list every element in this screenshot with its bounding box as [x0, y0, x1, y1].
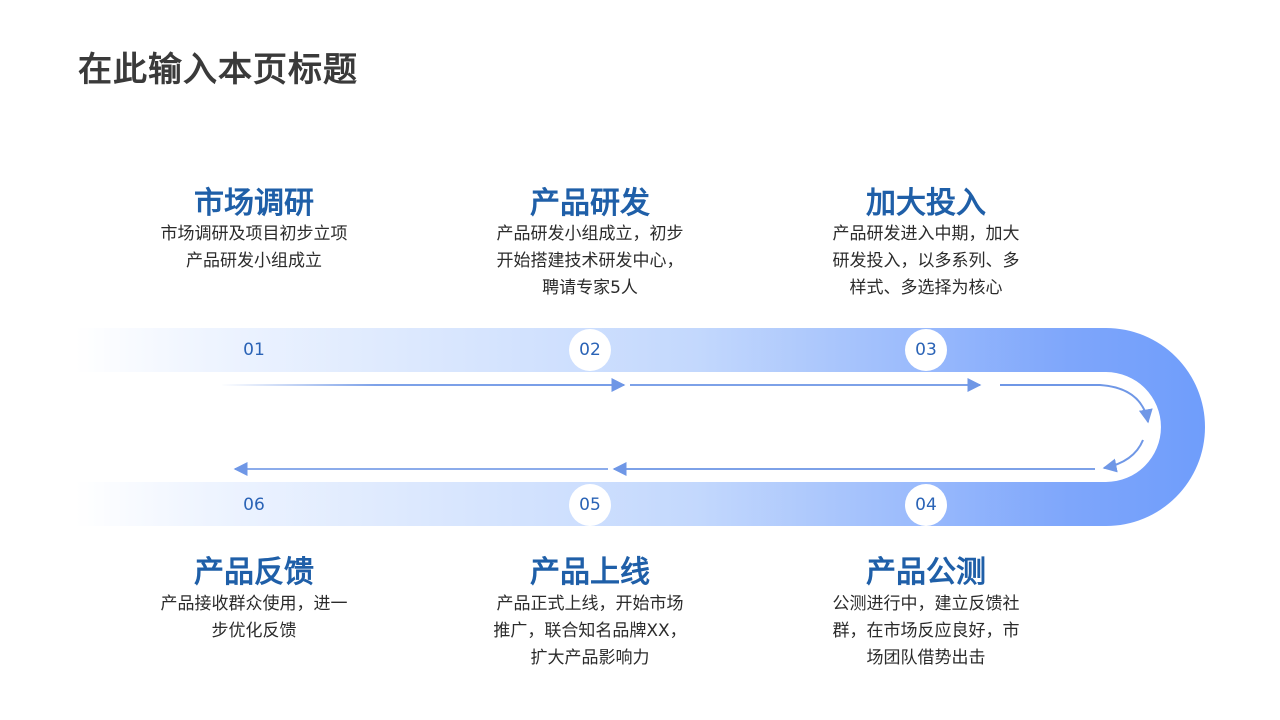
step-desc-06: 产品接收群众使用，进一 步优化反馈 — [139, 591, 369, 645]
step-title-03: 加大投入 — [866, 186, 986, 221]
step-number-04: 04 — [905, 484, 947, 526]
step-number-03: 03 — [905, 329, 947, 371]
desc-line: 步优化反馈 — [211, 621, 297, 641]
desc-line: 产品研发进入中期，加大 — [832, 224, 1020, 244]
step-desc-05: 产品正式上线，开始市场 推广，联合知名品牌XX， 扩大产品影响力 — [475, 591, 705, 672]
desc-line: 样式、多选择为核心 — [849, 278, 1003, 298]
desc-line: 扩大产品影响力 — [530, 648, 650, 668]
step-title-05: 产品上线 — [530, 555, 650, 590]
desc-line: 市场调研及项目初步立项 — [160, 224, 348, 244]
step-title-06: 产品反馈 — [194, 555, 314, 590]
desc-line: 群，在市场反应良好，市 — [832, 621, 1020, 641]
desc-line: 开始搭建技术研发中心， — [496, 251, 684, 271]
step-desc-01: 市场调研及项目初步立项 产品研发小组成立 — [139, 221, 369, 275]
desc-line: 聘请专家5人 — [542, 278, 638, 298]
step-title-02: 产品研发 — [530, 186, 650, 221]
step-desc-04: 公测进行中，建立反馈社 群，在市场反应良好，市 场团队借势出击 — [811, 591, 1041, 672]
step-number-02: 02 — [569, 329, 611, 371]
desc-line: 产品研发小组成立，初步 — [496, 224, 684, 244]
step-number-01: 01 — [243, 340, 265, 360]
desc-line: 推广，联合知名品牌XX， — [493, 621, 687, 641]
desc-line: 公测进行中，建立反馈社 — [832, 594, 1020, 614]
step-title-04: 产品公测 — [866, 555, 986, 590]
desc-line: 场团队借势出击 — [866, 648, 986, 668]
arrow-turn-bottom — [1102, 439, 1144, 473]
arrow-turn-top — [1000, 384, 1153, 424]
desc-line: 研发投入，以多系列、多 — [832, 251, 1020, 271]
step-number-05: 05 — [569, 484, 611, 526]
step-desc-02: 产品研发小组成立，初步 开始搭建技术研发中心， 聘请专家5人 — [475, 221, 705, 302]
desc-line: 产品正式上线，开始市场 — [496, 594, 684, 614]
step-desc-03: 产品研发进入中期，加大 研发投入，以多系列、多 样式、多选择为核心 — [811, 221, 1041, 302]
desc-line: 产品研发小组成立 — [186, 251, 322, 271]
step-title-01: 市场调研 — [194, 186, 314, 221]
step-number-06: 06 — [243, 495, 265, 515]
page-title: 在此输入本页标题 — [78, 50, 358, 90]
road-band — [75, 328, 1205, 526]
desc-line: 产品接收群众使用，进一 — [160, 594, 348, 614]
